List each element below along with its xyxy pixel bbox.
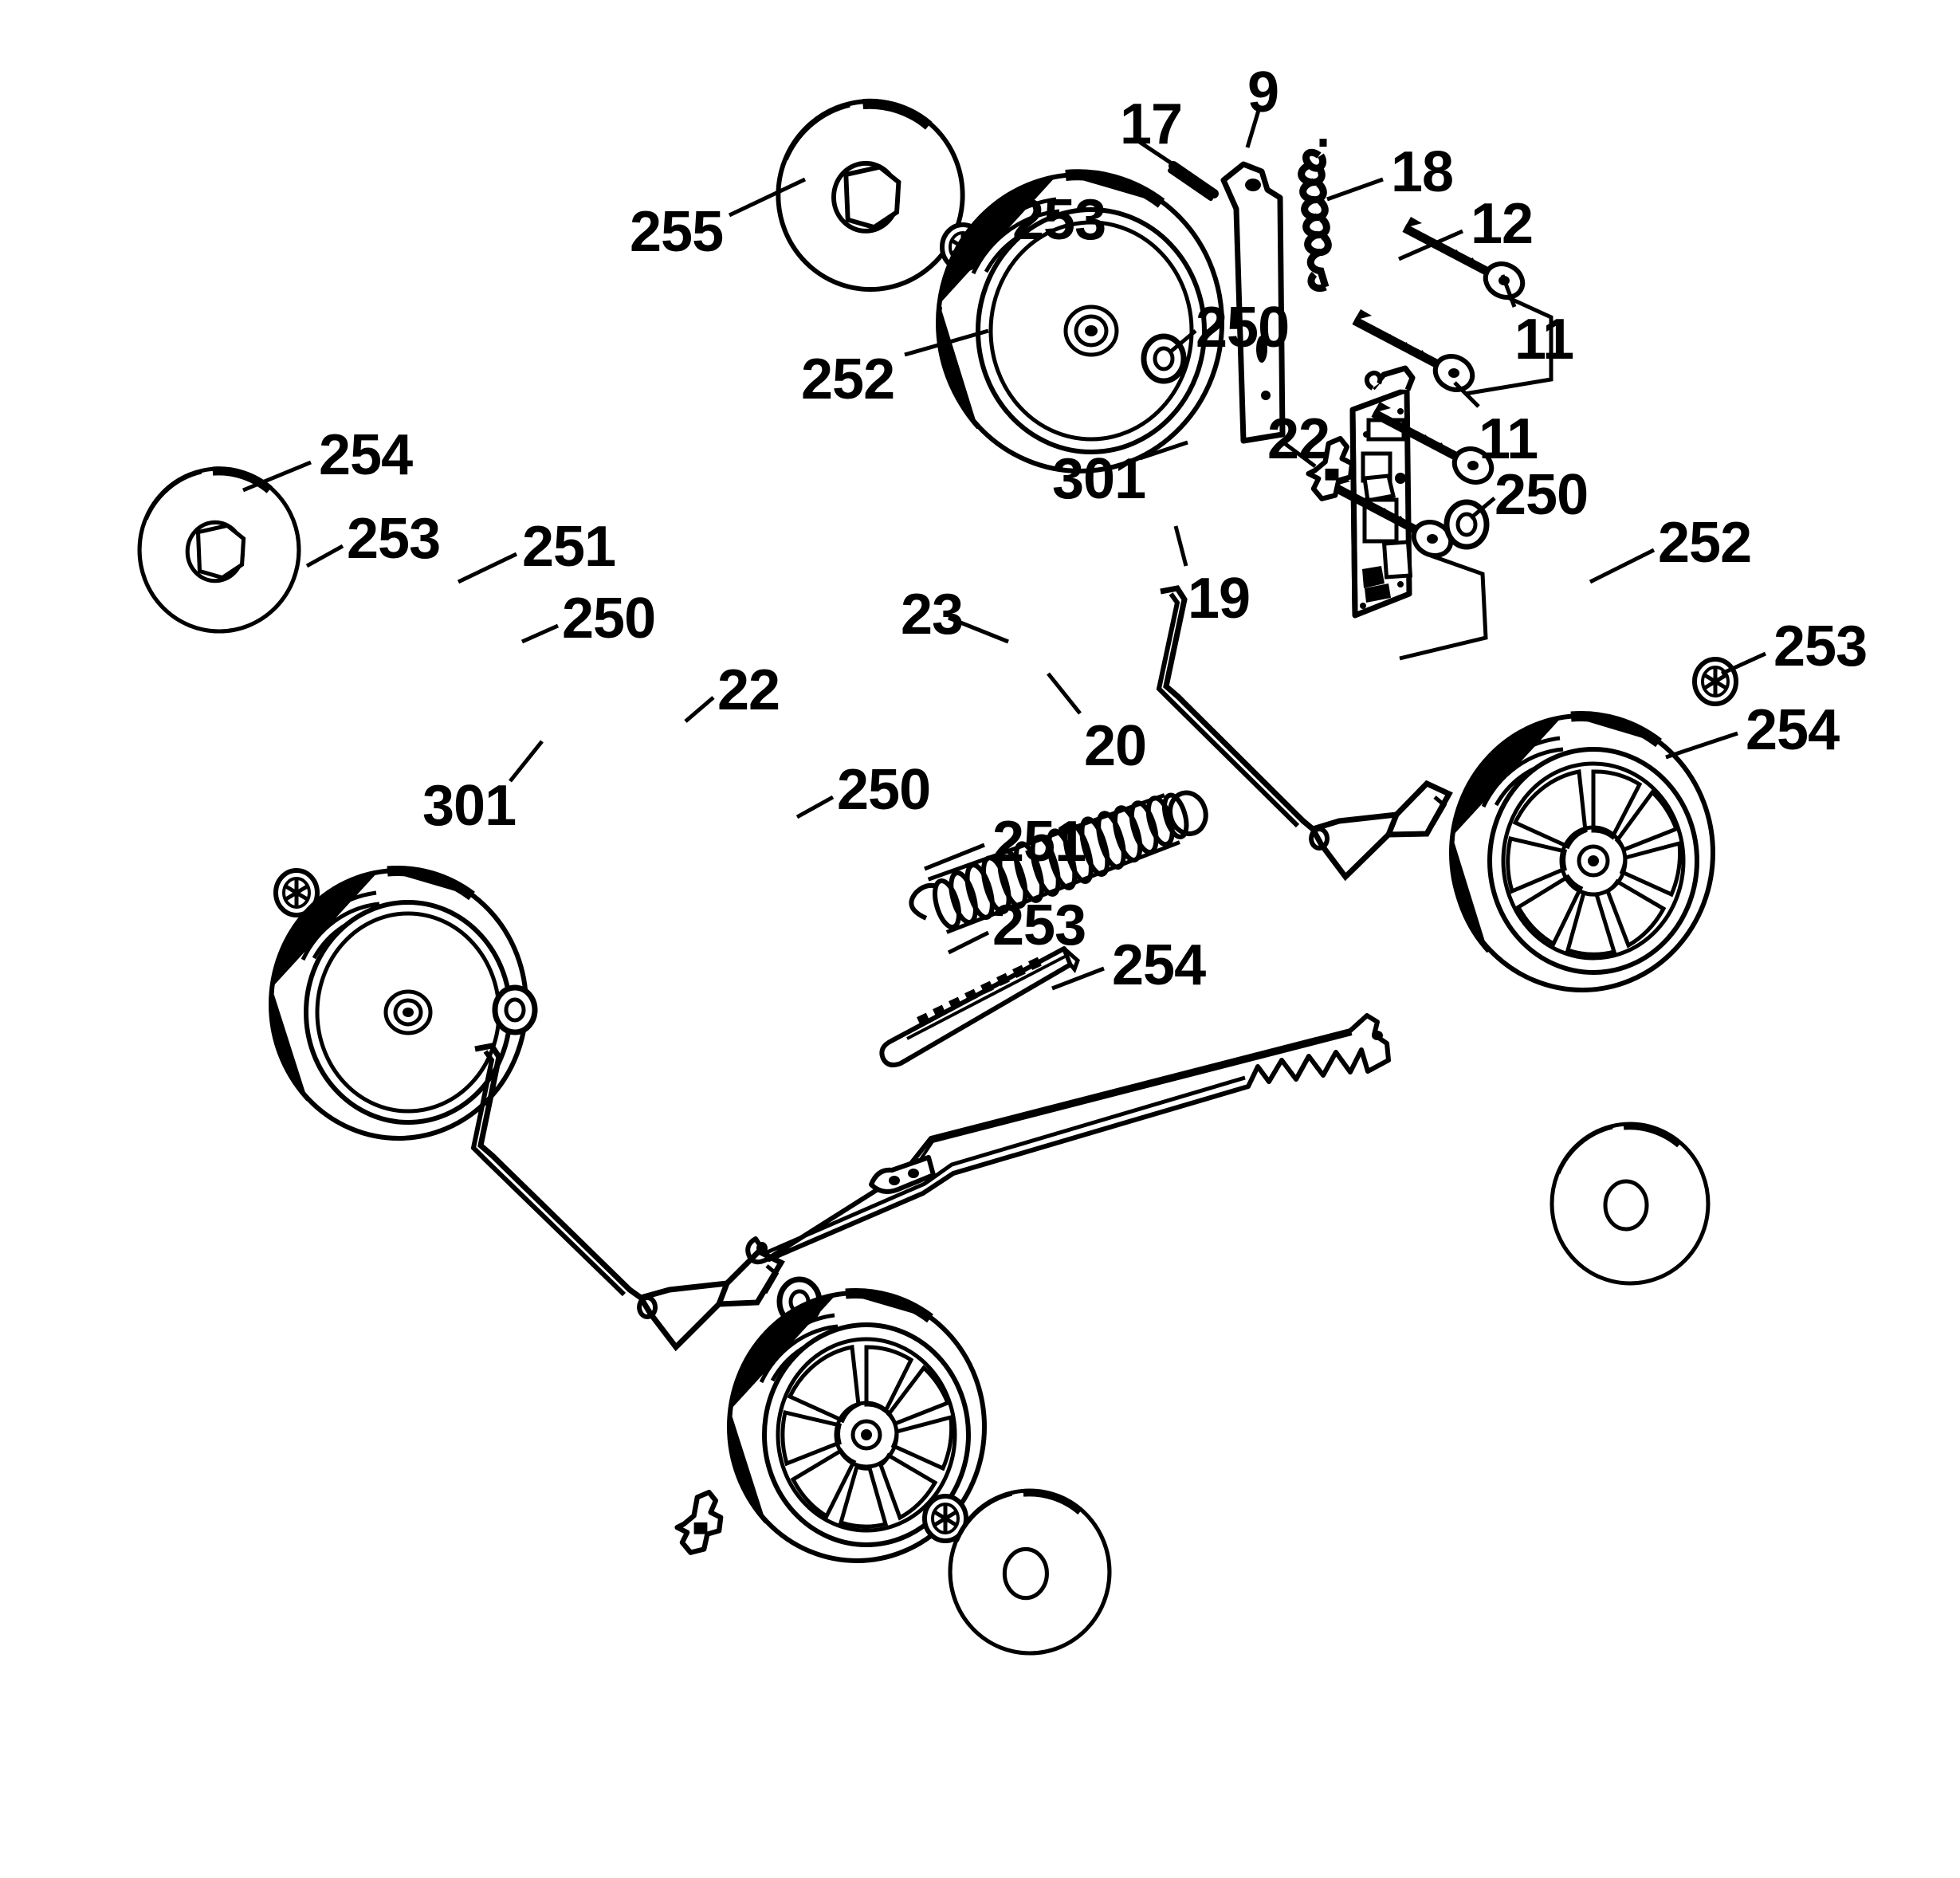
- callout-label-screw: 11: [1514, 308, 1574, 371]
- callout-label-washer-hex-hole: 255: [630, 200, 724, 264]
- leader-line-push-nut-cap: [305, 544, 344, 568]
- leader-line-flat-washer: [1469, 497, 1496, 520]
- leader-line-height-adjust-lever: [1245, 107, 1262, 148]
- callout-label-push-nut-cap: 253: [347, 507, 441, 571]
- callout-label-extension-spring: 19: [1188, 567, 1251, 631]
- callout-label-push-nut-cap: 253: [992, 894, 1086, 957]
- part-251-wheel-left: [269, 865, 528, 1141]
- callout-label-flat-washer: 250: [1196, 296, 1290, 359]
- callout-label-flat-washer: 250: [562, 587, 656, 650]
- callout-leader-lines: [242, 107, 1767, 991]
- part-251-wheel-bottom: [727, 1287, 987, 1563]
- part-252-wheel-right: [1449, 711, 1715, 992]
- part-301-axle-upper: [1156, 585, 1453, 882]
- leader-line-washer-hex-hole: [728, 177, 807, 218]
- leader-line-flat-washer-large: [1665, 731, 1738, 760]
- part-20-height-bar: [745, 1013, 1391, 1265]
- callout-label-cotter-pin: 17: [1120, 92, 1183, 156]
- leader-line-wheel-spoked: [457, 552, 518, 584]
- leader-line-screw: [1500, 274, 1517, 308]
- part-254-washer-bottom: [948, 1488, 1112, 1656]
- leader-line-flat-washer-large: [1051, 966, 1105, 991]
- callout-label-retaining-clip: 22: [1267, 407, 1330, 471]
- callout-label-flat-washer-large: 254: [1112, 933, 1206, 997]
- artwork-group: [139, 101, 1767, 1656]
- leader-line-extension-spring: [1173, 525, 1188, 567]
- part-301-axle-lower: [470, 1043, 785, 1352]
- part-254-washer-right: [1550, 1122, 1711, 1286]
- leader-line-wheel-axle-rod: [1139, 440, 1188, 461]
- callout-label-wheel-spoked: 252: [1658, 511, 1752, 575]
- callout-label-flat-washer-large: 254: [319, 423, 413, 487]
- part-17-cotter-pin: [1168, 161, 1219, 201]
- leader-line-push-nut-cap: [967, 225, 1007, 253]
- callout-label-screw: 11: [1479, 407, 1538, 471]
- leader-line-push-nut-cap: [1720, 651, 1767, 676]
- leader-line-wheel-spoked: [924, 843, 985, 871]
- callout-label-height-adjust-lever: 9: [1247, 61, 1279, 124]
- callout-label-height-adjust-bar: 20: [1084, 714, 1147, 778]
- leader-line-mounting-bracket: [1397, 229, 1464, 261]
- leader-line-adjuster-rod-toothed: [948, 615, 1009, 644]
- leader-line-wheel-solid-hub: [904, 328, 989, 357]
- leader-line-retaining-clip: [684, 696, 715, 723]
- callout-label-adjuster-rod-toothed: 23: [901, 583, 964, 646]
- part-18-torsion-spring: [1298, 139, 1332, 292]
- callout-label-retaining-clip: 22: [717, 658, 780, 722]
- part-255-washer: [778, 101, 962, 289]
- part-22-clip-lower: [678, 1492, 721, 1553]
- callout-label-mounting-bracket: 12: [1471, 192, 1534, 256]
- part-12-bracket: [1349, 365, 1416, 619]
- part-23-adjuster-rod: [879, 946, 1080, 1067]
- callout-label-wheel-solid-hub: 252: [801, 348, 895, 411]
- callout-label-wheel-spoked: 251: [522, 515, 616, 579]
- callout-label-flat-washer: 250: [837, 758, 931, 822]
- callout-label-torsion-spring: 18: [1391, 140, 1454, 204]
- leader-line-screw: [1453, 381, 1480, 408]
- leader-line-retaining-clip: [1282, 441, 1317, 468]
- leader-line-flat-washer: [795, 795, 835, 819]
- leader-line-torsion-spring: [1326, 177, 1384, 202]
- leader-line-height-adjust-bar: [1047, 672, 1082, 715]
- part-250-washer-left: [495, 988, 535, 1032]
- callout-label-flat-washer: 250: [1495, 463, 1589, 527]
- part-252-wheel-top: [936, 169, 1224, 473]
- callout-label-wheel-spoked: 251: [992, 810, 1086, 874]
- leader-line-wheel-spoked: [1589, 548, 1656, 584]
- part-250-washer-top: [1144, 336, 1184, 381]
- callout-label-push-nut-cap: 253: [1012, 188, 1106, 252]
- part-19-extension-spring: [909, 790, 1208, 934]
- part-253-pushnut-right: [1695, 659, 1736, 704]
- part-9-lever: [1220, 161, 1286, 444]
- leader-line-flat-washer: [520, 623, 560, 644]
- callout-label-wheel-axle-rod: 301: [1052, 447, 1146, 511]
- leader-line-push-nut-cap: [947, 930, 990, 955]
- callout-label-flat-washer-large: 254: [1746, 698, 1840, 762]
- leader-line-wheel-axle-rod: [509, 740, 544, 783]
- leader-line-cotter-pin: [1134, 137, 1173, 166]
- part-254-washer-left: [139, 469, 299, 631]
- leader-line-flat-washer-large: [242, 460, 312, 493]
- callout-label-push-nut-cap: 253: [1773, 615, 1868, 678]
- callout-label-wheel-axle-rod: 301: [422, 774, 517, 838]
- leader-line-flat-washer: [1170, 329, 1197, 352]
